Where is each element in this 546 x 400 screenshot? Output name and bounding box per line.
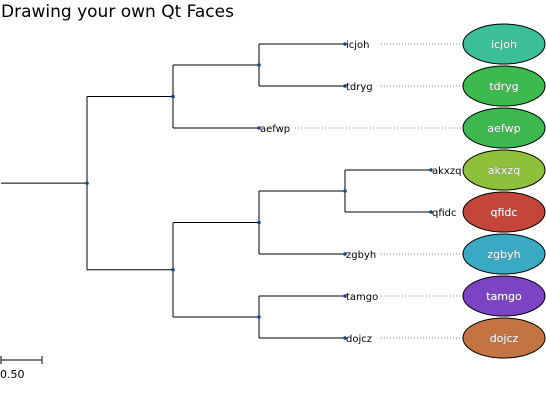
node-dot-tdryg xyxy=(343,84,347,88)
node-dot-akxzq xyxy=(429,168,433,172)
node-dot-zgbyh xyxy=(343,252,347,256)
face-ellipse-akxzq xyxy=(462,149,546,191)
leaf-label-zgbyh: zgbyh xyxy=(346,250,376,261)
face-ellipse-zgbyh xyxy=(462,233,546,275)
node-dots-group xyxy=(85,42,433,340)
faces-group: icjoh tdryg aefwp akxzq qfidc zgbyh tamgo dojcz xyxy=(462,23,546,359)
face-ellipse-qfidc xyxy=(462,191,546,233)
face-label-dojcz: dojcz xyxy=(490,332,519,345)
face-label-aefwp: aefwp xyxy=(487,122,520,135)
leaf-label-akxzq: akxzq xyxy=(432,166,461,177)
node-dot-qfidc xyxy=(429,210,433,214)
node-dot-aefwp xyxy=(257,126,261,130)
face-label-qfidc: qfidc xyxy=(491,206,518,219)
node-dot-F xyxy=(257,315,261,319)
leaf-label-icjoh: icjoh xyxy=(346,40,370,51)
page-title: Drawing your own Qt Faces xyxy=(1,2,234,22)
leaf-label-dojcz: dojcz xyxy=(346,334,372,345)
node-dot-A xyxy=(171,94,175,99)
face-label-icjoh: icjoh xyxy=(491,38,517,51)
face-ellipse-icjoh xyxy=(462,23,546,65)
scale-bar: 0.50 xyxy=(0,356,43,381)
node-dot-B xyxy=(257,63,261,67)
leaf-label-tdryg: tdryg xyxy=(346,82,373,93)
node-dot-C xyxy=(171,267,175,272)
face-label-tdryg: tdryg xyxy=(489,80,518,93)
leaf-label-qfidc: qfidc xyxy=(432,208,457,219)
node-dot-icjoh xyxy=(343,42,347,46)
node-dot-root xyxy=(85,181,89,185)
node-dot-dojcz xyxy=(343,336,347,340)
leaf-label-aefwp: aefwp xyxy=(260,124,290,135)
node-dot-tamgo xyxy=(343,294,347,298)
face-ellipse-dojcz xyxy=(462,317,546,359)
node-dot-D xyxy=(257,220,261,225)
leaf-label-tamgo: tamgo xyxy=(346,292,378,303)
leaf-labels-group: icjoh tdryg aefwp akxzq qfidc zgbyh tamgo dojcz xyxy=(260,40,461,345)
face-label-akxzq: akxzq xyxy=(488,164,520,177)
face-ellipse-tamgo xyxy=(462,275,546,317)
node-dot-E xyxy=(343,189,347,193)
face-label-zgbyh: zgbyh xyxy=(487,248,520,261)
face-label-tamgo: tamgo xyxy=(486,290,522,303)
face-ellipse-tdryg xyxy=(462,65,546,107)
face-ellipse-aefwp xyxy=(462,107,546,149)
scale-bar-label: 0.50 xyxy=(0,368,25,381)
